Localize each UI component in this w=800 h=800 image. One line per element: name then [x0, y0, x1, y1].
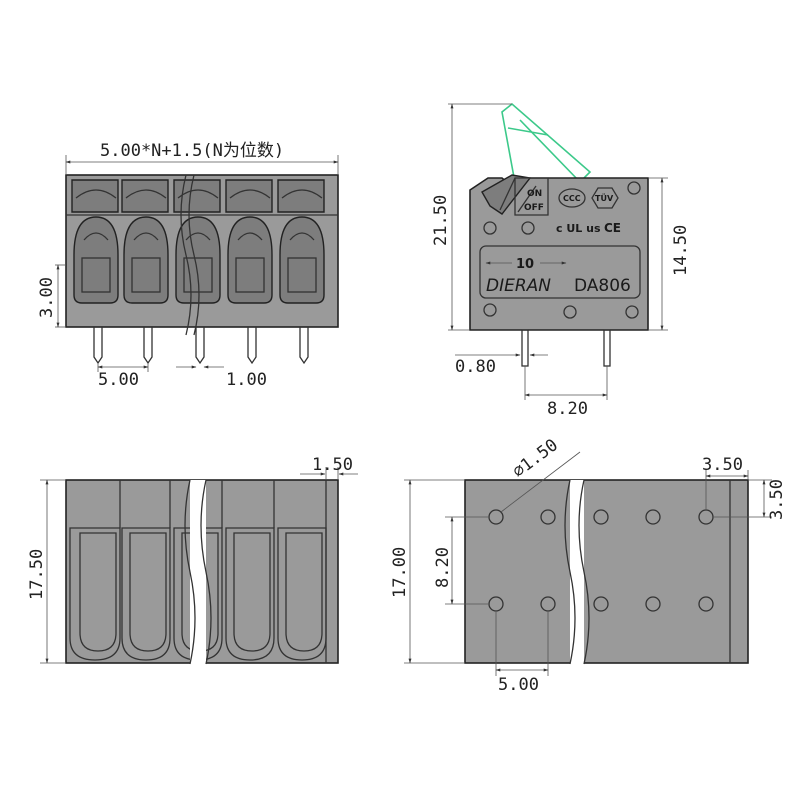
bottom-holes: [488, 509, 714, 612]
dim-bottom-row-spacing: 8.20: [433, 547, 453, 588]
bottom-body: [464, 479, 749, 664]
brand-name: DIERAN: [486, 276, 551, 296]
lever-slot: [499, 177, 549, 216]
top-break-line: [184, 479, 196, 665]
label-panel: [479, 245, 641, 299]
dim-front-height: 3.00: [37, 277, 57, 318]
dim-bottom-edge-x: 3.50: [702, 455, 743, 475]
side-pin-right: [603, 329, 611, 367]
dim-front-pitch: 5.00: [98, 370, 139, 390]
mark-ce: CE: [604, 221, 621, 235]
front-view: 5.00*N+1.5(N为位数) 3.00 5.00 1.00: [37, 141, 339, 390]
tuv-mark-icon: [591, 187, 619, 209]
dim-bottom-pitch: 5.00: [498, 675, 539, 695]
model-name: DA806: [574, 276, 631, 296]
top-view: 17.50 1.50: [27, 455, 358, 665]
dim-bottom-edge-y: 3.50: [767, 479, 787, 520]
label-on: ON: [527, 189, 542, 199]
dim-side-pin-spacing: 8.20: [547, 399, 588, 419]
front-break-line: [180, 174, 192, 336]
bottom-view: ⌀1.50 17.00 8.20 5.00 3.50 3.50: [390, 435, 787, 695]
ccc-mark-icon: [558, 188, 586, 208]
dim-side-body-height: 14.50: [671, 225, 691, 276]
mark-tuv: TÜV: [595, 193, 614, 203]
side-pin-left: [521, 329, 529, 367]
dim-top-depth: 17.50: [27, 549, 47, 600]
lever-outline: [501, 102, 592, 211]
dim-top-wall: 1.50: [312, 455, 353, 475]
bottom-break-line: [564, 479, 576, 665]
front-terminals: [71, 179, 325, 304]
label-off: OFF: [524, 203, 544, 213]
dim-width-formula: 5.00*N+1.5(N为位数): [100, 141, 284, 161]
mark-ul: c UL us: [556, 222, 601, 235]
dim-front-pin-gap: 1.00: [226, 370, 267, 390]
mark-ccc: CCC: [563, 194, 581, 203]
dim-side-total-height: 21.50: [431, 195, 451, 246]
label-pitch: 10: [516, 257, 534, 272]
dim-hole-diameter: ⌀1.50: [509, 435, 562, 482]
front-pins: [93, 327, 309, 365]
side-view: ON OFF CCC TÜV c UL us CE 10 DIERAN DA80…: [431, 102, 691, 419]
dim-bottom-depth: 17.00: [390, 547, 410, 598]
dim-side-pin-width: 0.80: [455, 357, 496, 377]
